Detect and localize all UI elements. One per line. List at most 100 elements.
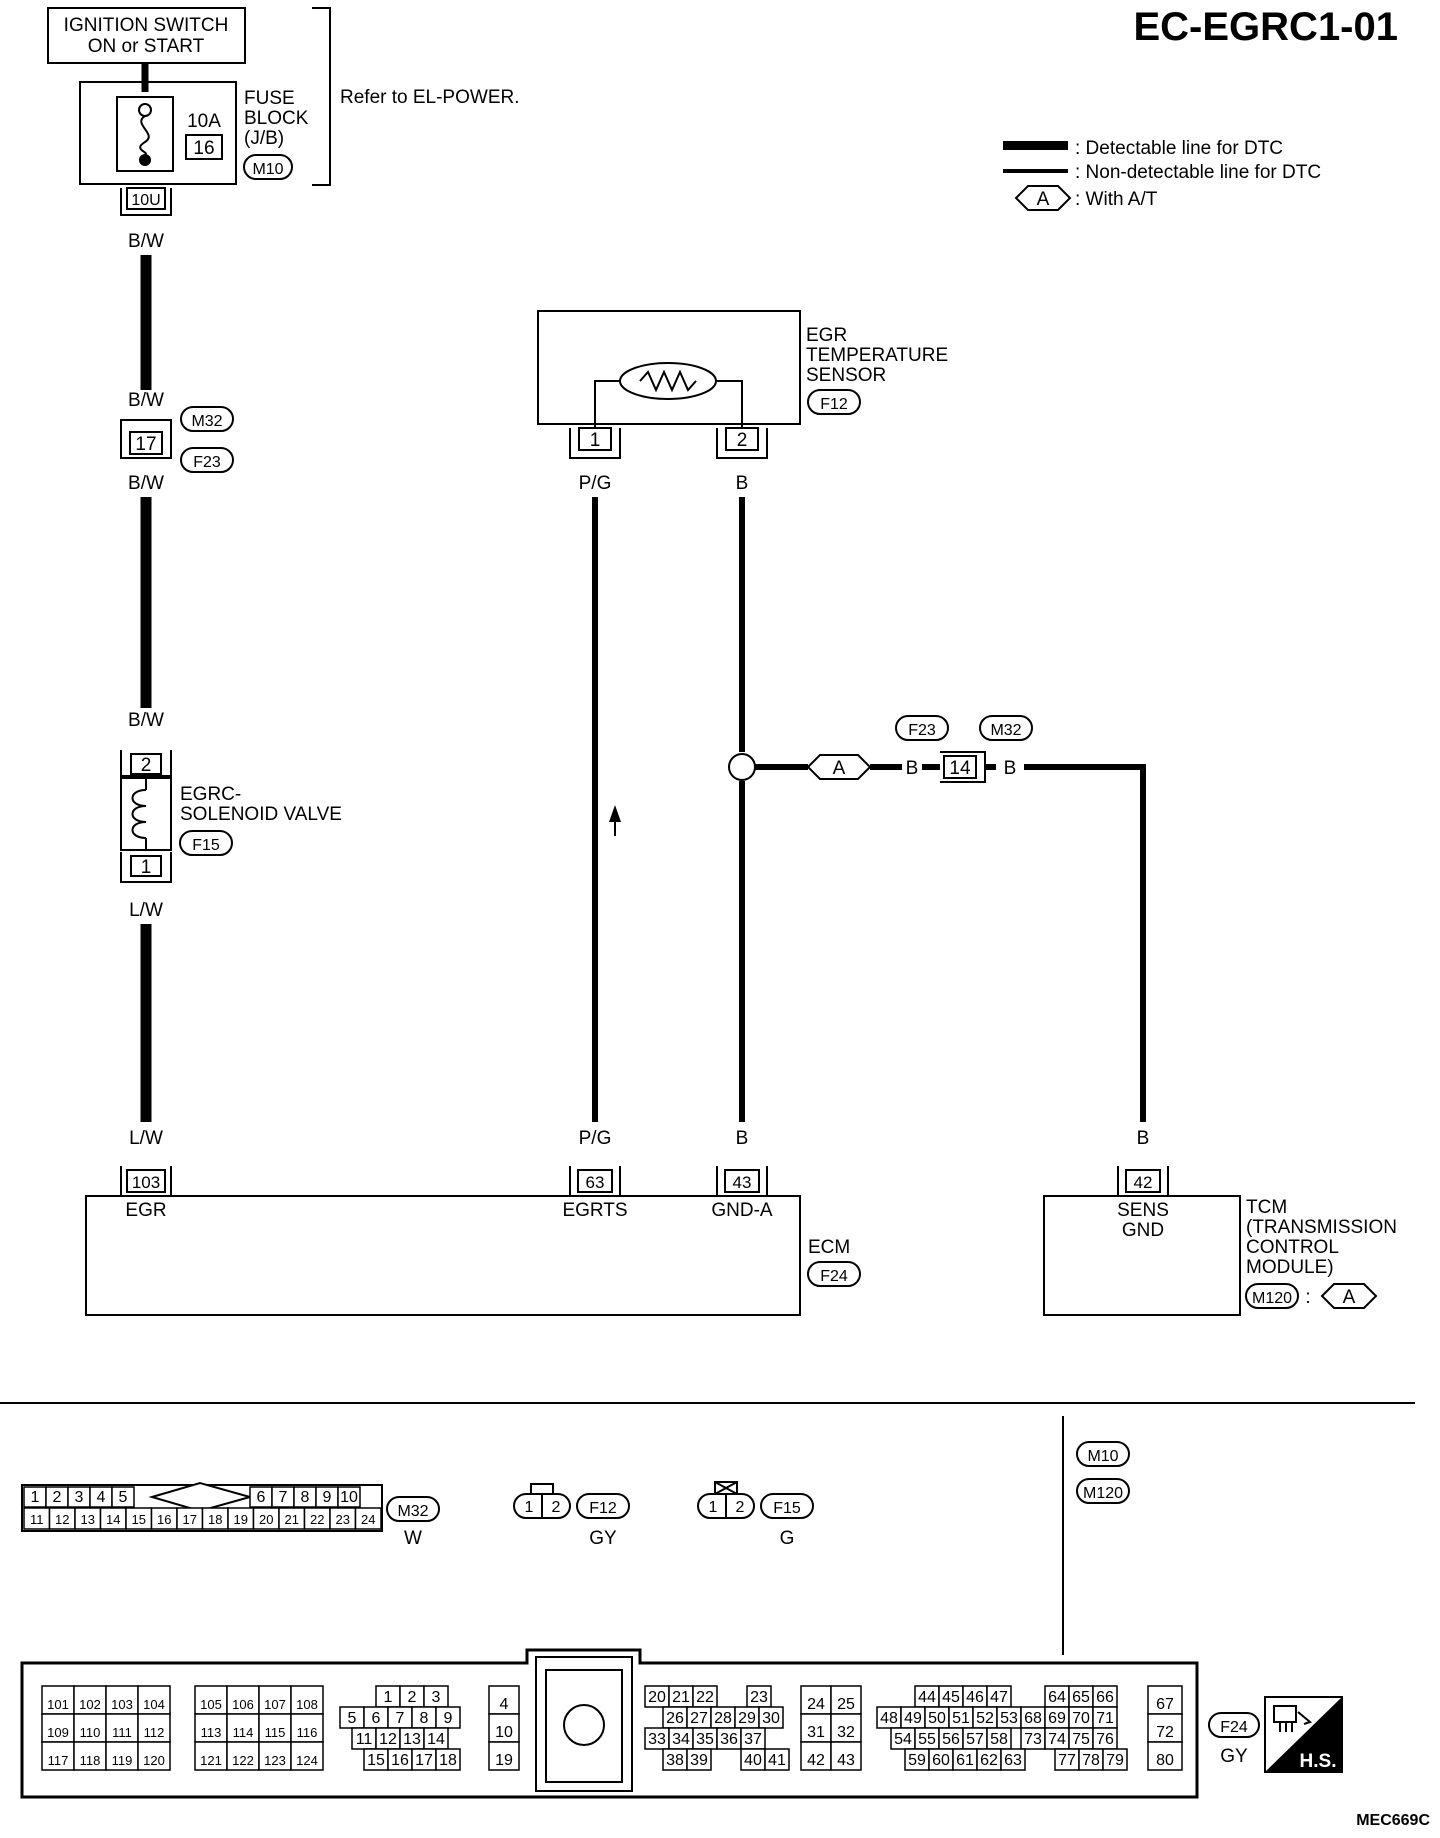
pin-number: 45 (942, 1689, 960, 1706)
pin-number: 114 (233, 1725, 254, 1740)
pin-number: 44 (918, 1689, 936, 1706)
pin-number: 14 (427, 1731, 445, 1748)
pin-number: 2 (408, 1689, 417, 1706)
f12-pin-2: 2 (552, 1499, 561, 1516)
wire-label-lw-2: L/W (129, 1128, 163, 1149)
legend: : Detectable line for DTC : Non-detectab… (1003, 138, 1321, 211)
pin-cell (137, 1741, 171, 1771)
wire-ground: B B A B 14 B F23 M32 B (728, 473, 1149, 1149)
pin-cell (830, 1741, 862, 1771)
f15-name: F15 (773, 1500, 801, 1517)
pin-number: 8 (301, 1489, 310, 1506)
egrc-pin-bottom: 1 (141, 857, 152, 878)
wire-label-lw-1: L/W (129, 900, 163, 921)
pin-number: 25 (837, 1696, 855, 1713)
pin-number: 9 (323, 1489, 332, 1506)
pin-number: 29 (738, 1710, 756, 1727)
pin-cell (105, 1713, 139, 1743)
f12-connector-face: 1 2 F12 GY (513, 1483, 630, 1549)
pin-number: 52 (976, 1710, 994, 1727)
joint-conn2: F23 (193, 454, 221, 471)
pin-number: 15 (132, 1512, 146, 1527)
pin-number: 33 (648, 1731, 666, 1748)
pin-cell (41, 1713, 75, 1743)
pin-number: 34 (672, 1731, 690, 1748)
pin-number: 7 (396, 1710, 405, 1727)
pin-number: 74 (1048, 1731, 1066, 1748)
pin-number: 7 (279, 1489, 288, 1506)
pin-number: 73 (1024, 1731, 1042, 1748)
wire-egrts: P/G P/G (579, 473, 621, 1149)
pin-number: 72 (1156, 1724, 1174, 1741)
pin-cell (73, 1741, 107, 1771)
pin-number: 20 (259, 1512, 273, 1527)
pin-number: 61 (956, 1752, 974, 1769)
pin-number: 5 (348, 1710, 357, 1727)
wire-label-pg-1: P/G (579, 473, 612, 494)
tcm-conn: M120 (1252, 1290, 1292, 1307)
pin-number: 65 (1072, 1689, 1090, 1706)
f12-pin-1: 1 (525, 1499, 534, 1516)
pin-number: 116 (297, 1725, 318, 1740)
pin-cell (488, 1741, 520, 1771)
pin-number: 106 (232, 1697, 254, 1712)
wire-label-bw-1: B/W (128, 231, 164, 252)
tcm: 42 SENS GND TCM (TRANSMISSION CONTROL MO… (1043, 1166, 1397, 1316)
legend-with-at-symbol: A (1037, 189, 1050, 210)
pin-number: 51 (952, 1710, 970, 1727)
legend-with-at: : With A/T (1075, 189, 1158, 210)
pin-cell (194, 1685, 228, 1715)
pin-number: 48 (880, 1710, 898, 1727)
pin-number: 23 (750, 1689, 768, 1706)
refer-note: Refer to EL-POWER. (340, 87, 520, 108)
f24-name: F24 (1220, 1719, 1248, 1736)
figure-code: MEC669C (1356, 1812, 1430, 1829)
pin-number: 66 (1096, 1689, 1114, 1706)
ecm-label-egrts: EGRTS (562, 1200, 627, 1221)
pin-number: 4 (500, 1696, 509, 1713)
pin-cell (290, 1741, 324, 1771)
ecm-conn: F24 (820, 1268, 848, 1285)
pin-number: 1 (31, 1489, 40, 1506)
pin-number: 16 (391, 1752, 409, 1769)
pin-cell (73, 1685, 107, 1715)
f12-name: F12 (589, 1500, 617, 1517)
pin-cell (111, 1486, 135, 1508)
tcm-name4: MODULE) (1246, 1257, 1334, 1278)
pin-cell (194, 1741, 228, 1771)
pin-number: 120 (143, 1753, 165, 1768)
tcm-tag: A (1343, 1287, 1356, 1308)
pin-number: 19 (234, 1512, 248, 1527)
pin-cell (686, 1748, 712, 1771)
pin-number: 75 (1072, 1731, 1090, 1748)
pin-number: 22 (310, 1512, 324, 1527)
pin-number: 11 (356, 1731, 373, 1748)
egr-sensor-name1: EGR (806, 325, 847, 346)
pin-number: 108 (296, 1697, 318, 1712)
pin-number: 15 (367, 1752, 385, 1769)
pin-number: 12 (55, 1512, 69, 1527)
pin-cell (41, 1741, 75, 1771)
f15-pin-1: 1 (709, 1499, 718, 1516)
f24-color: GY (1220, 1746, 1248, 1767)
wire-label-bw-2: B/W (128, 390, 164, 411)
pin-number: 10 (495, 1724, 513, 1741)
pin-number: 36 (720, 1731, 738, 1748)
pin-number: 111 (112, 1725, 132, 1740)
pin-number: 59 (908, 1752, 926, 1769)
pin-cell (137, 1685, 171, 1715)
ignition-line2: ON or START (88, 36, 205, 57)
branch-conn1: F23 (908, 722, 936, 739)
egr-temperature-sensor: EGR TEMPERATURE SENSOR F12 1 2 (537, 310, 948, 459)
pin-number: 18 (439, 1752, 457, 1769)
pin-number: 77 (1058, 1752, 1076, 1769)
pin-cell (830, 1685, 862, 1715)
fuse-block: 10A 16 FUSE BLOCK (J/B) M10 10U (79, 63, 309, 216)
pin-number: 2 (53, 1489, 62, 1506)
pin-number: 64 (1048, 1689, 1066, 1706)
pin-number: 103 (111, 1697, 133, 1712)
pin-cell (258, 1685, 292, 1715)
pin-number: 12 (379, 1731, 397, 1748)
pin-number: 55 (918, 1731, 936, 1748)
